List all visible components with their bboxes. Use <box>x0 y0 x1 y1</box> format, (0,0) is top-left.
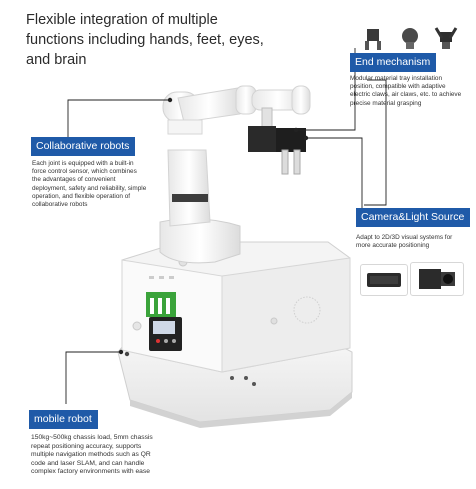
end-mechanism-description: Modular material tray installation posit… <box>350 75 462 107</box>
end-mechanism-title: End mechanism <box>350 53 437 72</box>
collaborative-arm <box>159 85 311 264</box>
end-effector <box>248 107 306 175</box>
claw-icon-electric <box>360 27 386 51</box>
camera-thumb-2d <box>360 264 408 296</box>
page-headline: Flexible integration of multiple functio… <box>26 12 264 68</box>
camera-description: Adapt to 2D/3D visual systems for more a… <box>356 234 453 250</box>
collaborative-title: Collaborative robots <box>31 137 136 156</box>
robot-cabinet <box>121 241 351 373</box>
mobile-robot-title: mobile robot <box>29 410 98 429</box>
camera-thumb-3d <box>410 262 464 296</box>
mobile-robot-description: 150kg~500kg chassis load, 5mm chassis re… <box>31 434 153 476</box>
camera-title: Camera&Light Source <box>356 208 471 227</box>
claw-icon-air <box>432 25 460 51</box>
collaborative-description: Each joint is equipped with a built-in f… <box>32 160 147 209</box>
claw-icon-adaptive <box>397 25 423 51</box>
pointer-lines <box>65 48 387 404</box>
